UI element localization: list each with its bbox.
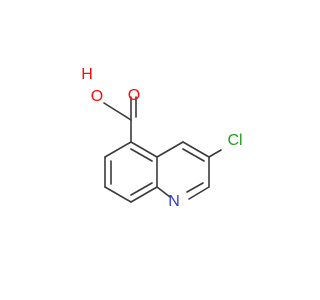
bond-c4a-c5 [130, 141, 158, 158]
bond-c4a-c5-inner [130, 148, 153, 162]
atom-nitrogen: N [168, 193, 180, 210]
bond-c4-c3 [182, 141, 210, 158]
bond-c8-c8a-inner [130, 182, 153, 196]
bond-c7-c8 [104, 186, 132, 203]
atom-o-carbonyl: O [128, 87, 140, 104]
bond-c4-c3-inner [182, 148, 205, 162]
bond-c4a-c4 [156, 141, 184, 158]
bond-n1-c8a [156, 186, 171, 198]
molecule-diagram: O H O Cl N [81, 66, 242, 210]
structure-canvas: O H O Cl N [81, 66, 243, 210]
atom-chlorine: Cl [227, 132, 242, 149]
bond-c-oh [103, 102, 132, 121]
bond-c8-c8a [130, 186, 158, 203]
bond-c2-n1 [188, 186, 210, 200]
atom-o-hydroxyl: O [91, 88, 103, 105]
bond-c2-n1-inner [186, 182, 204, 193]
bond-c5-c6 [104, 141, 132, 158]
bond-c3-cl [208, 149, 222, 158]
atom-h-hydroxyl: H [81, 66, 93, 83]
